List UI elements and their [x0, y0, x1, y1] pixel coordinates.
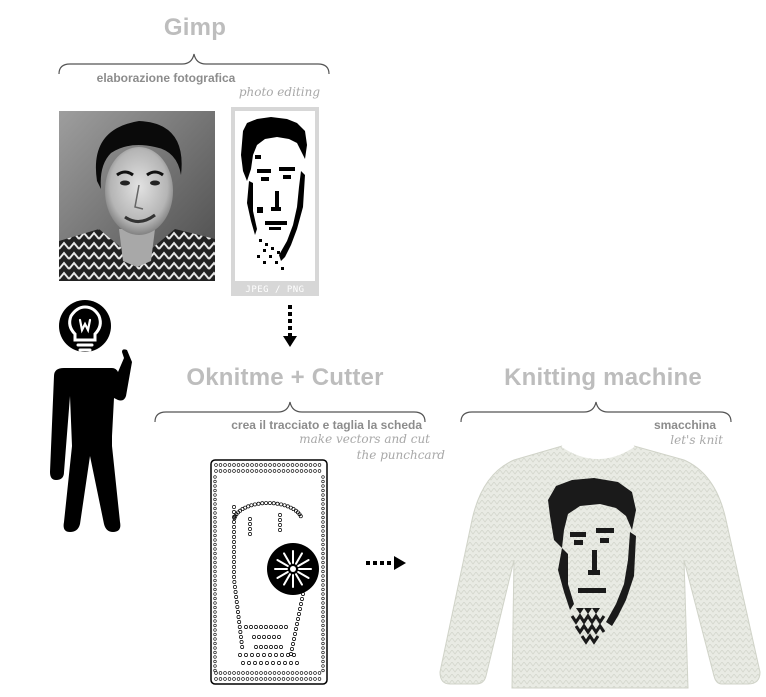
punchcard [210, 459, 328, 685]
knitting-subtitle-it: smacchina [560, 418, 716, 432]
saw-blade-icon [267, 543, 319, 595]
knitting-title: Knitting machine [488, 364, 718, 392]
oknitme-subtitle-it: crea il tracciato e taglia la scheda [150, 418, 422, 432]
dotted-arrow-down-icon [282, 303, 298, 349]
gimp-subtitle-en: photo editing [160, 85, 320, 99]
oknitme-title: Oknitme + Cutter [170, 364, 400, 392]
file-format-label: JPEG / PNG [231, 285, 319, 295]
pixelated-portrait-card: JPEG / PNG [231, 107, 319, 296]
oknitme-subtitle-en-1: make vectors and cut [230, 432, 430, 446]
portrait-photo [59, 111, 215, 281]
knitted-sweater [434, 440, 764, 690]
thinking-person-icon [34, 296, 134, 540]
gimp-subtitle-it: elaborazione fotografica [60, 71, 272, 85]
dotted-arrow-right-icon [364, 556, 408, 570]
gimp-title: Gimp [150, 14, 240, 42]
